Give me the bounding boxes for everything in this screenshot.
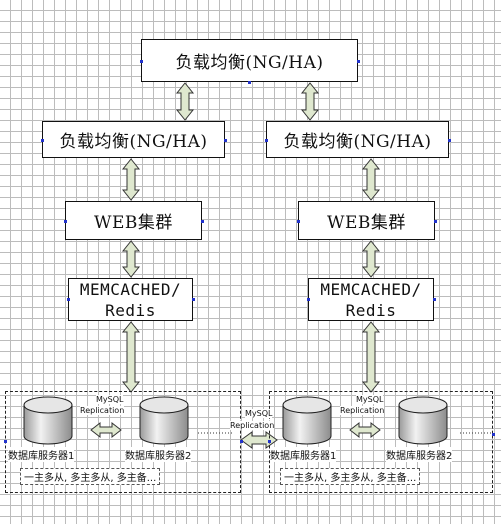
right-web-cluster-label: WEB集群	[327, 213, 406, 233]
selection-handle[interactable]	[4, 440, 7, 443]
selection-handle[interactable]	[268, 440, 271, 443]
top-load-balancer: 负载均衡(NG/HA)	[141, 39, 358, 82]
left-load-balancer: 负载均衡(NG/HA)	[42, 121, 225, 158]
right-replication-label-2: Replication	[340, 406, 385, 415]
database-icon	[23, 396, 73, 445]
left-cache: MEMCACHED/ Redis	[68, 278, 193, 321]
right-cache: MEMCACHED/ Redis	[308, 278, 434, 321]
selection-handle[interactable]	[201, 220, 204, 223]
right-cache-line1: MEMCACHED/	[320, 279, 422, 299]
right-load-balancer: 负载均衡(NG/HA)	[266, 121, 449, 158]
left-web-cluster: WEB集群	[65, 201, 202, 240]
arrow-top-to-right-lb	[300, 82, 320, 121]
arrow-left-db-replication	[90, 421, 122, 439]
selection-handle[interactable]	[434, 220, 437, 223]
right-load-balancer-label: 负载均衡(NG/HA)	[283, 132, 432, 152]
selection-handle[interactable]	[41, 139, 44, 142]
database-icon	[398, 396, 448, 445]
selection-handle[interactable]	[433, 298, 436, 301]
arrow-right-web-to-cache	[361, 240, 381, 278]
arrow-right-db-replication	[349, 421, 381, 439]
right-db2-label: 数据库服务器2	[386, 447, 453, 462]
arrow-left-lb-to-web	[121, 158, 141, 201]
selection-handle[interactable]	[67, 298, 70, 301]
top-load-balancer-label: 负载均衡(NG/HA)	[175, 53, 324, 73]
left-replication-mode: 一主多从, 多主多从, 多主备...	[20, 468, 161, 485]
left-load-balancer-label: 负载均衡(NG/HA)	[59, 132, 208, 152]
selection-handle[interactable]	[224, 139, 227, 142]
left-replication-label-2: Replication	[80, 406, 125, 415]
selection-handle[interactable]	[192, 298, 195, 301]
arrow-right-lb-to-web	[361, 158, 381, 201]
selection-handle[interactable]	[64, 220, 67, 223]
selection-handle[interactable]	[307, 298, 310, 301]
right-cache-line2: Redis	[345, 300, 397, 320]
selection-handle[interactable]	[357, 60, 360, 63]
left-cache-line1: MEMCACHED/	[79, 279, 182, 299]
selection-handle[interactable]	[265, 139, 268, 142]
left-db2-label: 数据库服务器2	[125, 447, 192, 462]
selection-handle[interactable]	[248, 81, 251, 84]
left-cache-line2: Redis	[105, 300, 156, 320]
database-icon	[282, 396, 332, 445]
arrow-right-cache-to-db	[361, 321, 381, 393]
arrow-left-cache-to-db	[121, 321, 141, 393]
arrow-left-web-to-cache	[121, 240, 141, 278]
selection-handle[interactable]	[240, 440, 243, 443]
selection-handle[interactable]	[448, 139, 451, 142]
arrow-top-to-left-lb	[175, 82, 195, 121]
left-web-cluster-label: WEB集群	[94, 213, 173, 233]
arrow-center-cluster-replication	[240, 431, 278, 449]
center-replication-label-1: MySQL	[245, 409, 273, 418]
left-db1-label: 数据库服务器1	[8, 447, 75, 462]
right-web-cluster: WEB集群	[298, 201, 435, 240]
selection-handle[interactable]	[140, 60, 143, 63]
right-db1-label: 数据库服务器1	[270, 447, 337, 462]
database-icon	[139, 396, 189, 445]
selection-handle[interactable]	[297, 220, 300, 223]
center-replication-label-2: Replication	[230, 421, 275, 430]
right-replication-mode: 一主多从, 多主多从, 多主备...	[280, 468, 421, 485]
right-replication-label-1: MySQL	[356, 395, 384, 404]
selection-handle[interactable]	[492, 433, 495, 436]
left-replication-label-1: MySQL	[96, 395, 124, 404]
